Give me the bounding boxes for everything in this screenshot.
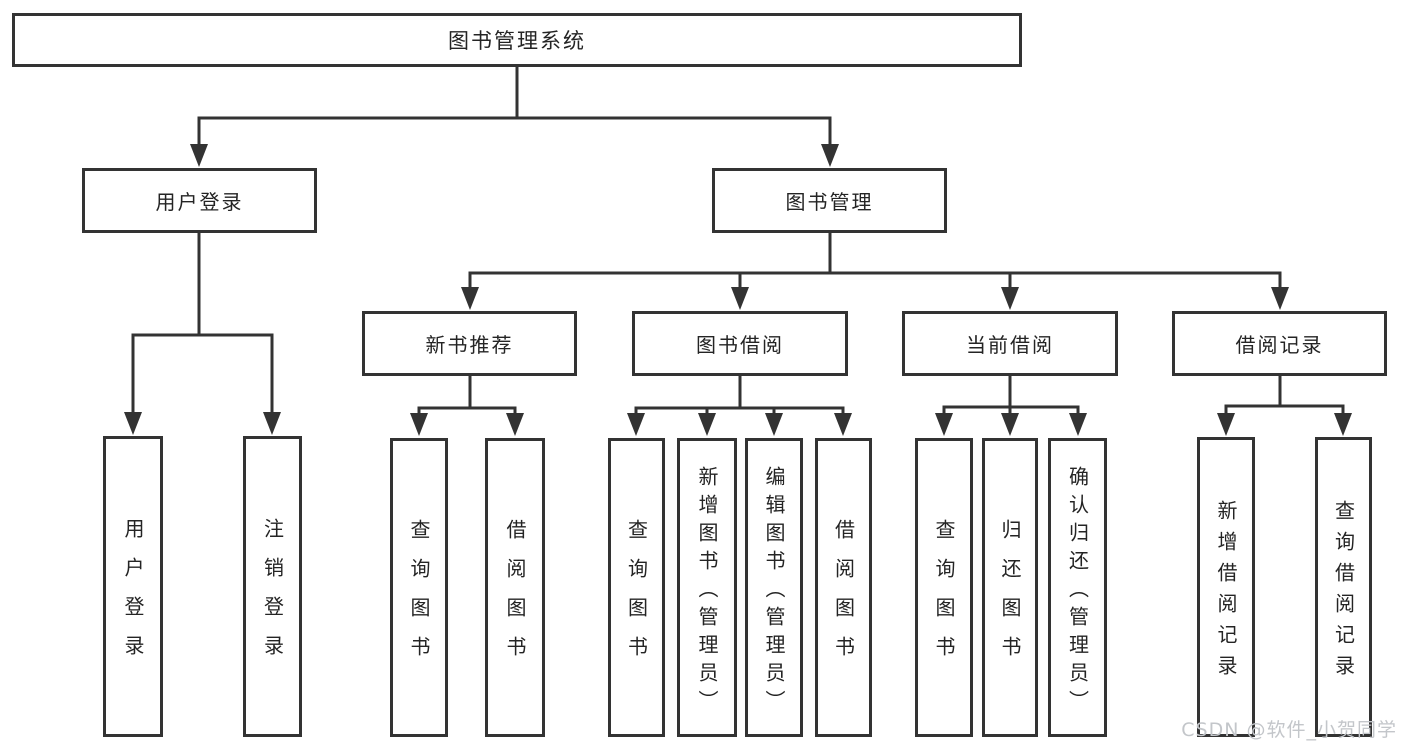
leaf-add-borrow-record-label: 新增借阅记录 bbox=[1214, 499, 1238, 686]
csdn-watermark: CSDN @软件_小贺同学 bbox=[1181, 719, 1397, 741]
leaf-confirm-return-admin: 确认归还（管理员） bbox=[1048, 438, 1107, 737]
leaf-query-borrow-record: 查询借阅记录 bbox=[1315, 437, 1372, 737]
node-borrowing-records: 借阅记录 bbox=[1172, 311, 1387, 376]
leaf-query-books-borrowing-label: 查询图书 bbox=[624, 519, 649, 675]
leaf-confirm-return-admin-label: 确认归还（管理员） bbox=[1065, 465, 1090, 718]
leaf-edit-book-admin: 编辑图书（管理员） bbox=[745, 438, 803, 737]
leaf-query-books-current-label: 查询图书 bbox=[932, 519, 956, 675]
node-user-login: 用户登录 bbox=[82, 168, 317, 233]
leaf-user-login: 用户登录 bbox=[103, 436, 163, 737]
leaf-logout-label: 注销登录 bbox=[260, 518, 285, 674]
leaf-query-borrow-record-label: 查询借阅记录 bbox=[1331, 499, 1356, 686]
leaf-borrow-books-borrowing: 借阅图书 bbox=[815, 438, 872, 737]
leaf-query-books-recommend-label: 查询图书 bbox=[407, 519, 431, 675]
node-current-borrowing: 当前借阅 bbox=[902, 311, 1118, 376]
leaf-borrow-books-recommend: 借阅图书 bbox=[485, 438, 545, 737]
leaf-return-book-label: 归还图书 bbox=[998, 519, 1022, 675]
node-book-borrowing: 图书借阅 bbox=[632, 311, 848, 376]
leaf-add-book-admin-label: 新增图书（管理员） bbox=[695, 465, 719, 718]
node-book-management: 图书管理 bbox=[712, 168, 947, 233]
leaf-query-books-recommend: 查询图书 bbox=[390, 438, 448, 737]
node-new-book-recommendation: 新书推荐 bbox=[362, 311, 577, 376]
leaf-borrow-books-recommend-label: 借阅图书 bbox=[503, 519, 527, 675]
leaf-query-books-current: 查询图书 bbox=[915, 438, 973, 737]
leaf-add-book-admin: 新增图书（管理员） bbox=[677, 438, 737, 737]
leaf-borrow-books-borrowing-label: 借阅图书 bbox=[831, 519, 856, 675]
leaf-add-borrow-record: 新增借阅记录 bbox=[1197, 437, 1255, 737]
leaf-return-book: 归还图书 bbox=[982, 438, 1038, 737]
node-library-management-system: 图书管理系统 bbox=[12, 13, 1022, 67]
leaf-edit-book-admin-label: 编辑图书（管理员） bbox=[762, 465, 786, 718]
leaf-logout: 注销登录 bbox=[243, 436, 302, 737]
leaf-user-login-label: 用户登录 bbox=[121, 518, 145, 674]
leaf-query-books-borrowing: 查询图书 bbox=[608, 438, 665, 737]
